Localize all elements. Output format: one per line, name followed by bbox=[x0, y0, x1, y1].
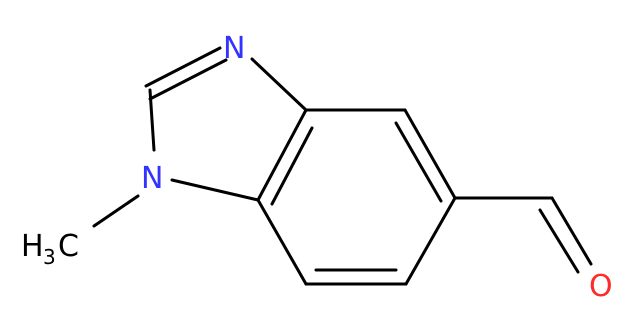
bond-n1-c7a bbox=[170, 178, 260, 202]
methyl-h: H bbox=[21, 229, 44, 264]
atom-n1: N bbox=[141, 161, 163, 196]
bond-n3-c2-double-inner bbox=[148, 58, 228, 101]
bond-c4-c5-inner bbox=[394, 121, 443, 203]
methyl-c: C bbox=[58, 229, 79, 264]
methyl-subscript: 3 bbox=[43, 245, 56, 269]
bond-c7-c7a bbox=[256, 198, 308, 286]
bond-c2-n1 bbox=[148, 88, 156, 152]
bond-cho-o-outer bbox=[550, 196, 593, 266]
bond-n3-c2-double-outer bbox=[144, 46, 222, 88]
bond-n1-methyl bbox=[92, 194, 140, 228]
bond-cho-o-inner bbox=[538, 208, 580, 274]
bond-c4-c5 bbox=[403, 108, 457, 200]
bond-c5-c6 bbox=[404, 196, 457, 286]
atom-n3: N bbox=[223, 31, 245, 66]
bond-n3-c3a bbox=[250, 57, 308, 112]
methyl-label: H 3 C bbox=[21, 229, 79, 269]
atom-o: O bbox=[589, 269, 613, 304]
bond-c3a-c7a-inner bbox=[270, 126, 314, 206]
bond-c3a-c7a bbox=[256, 108, 308, 202]
